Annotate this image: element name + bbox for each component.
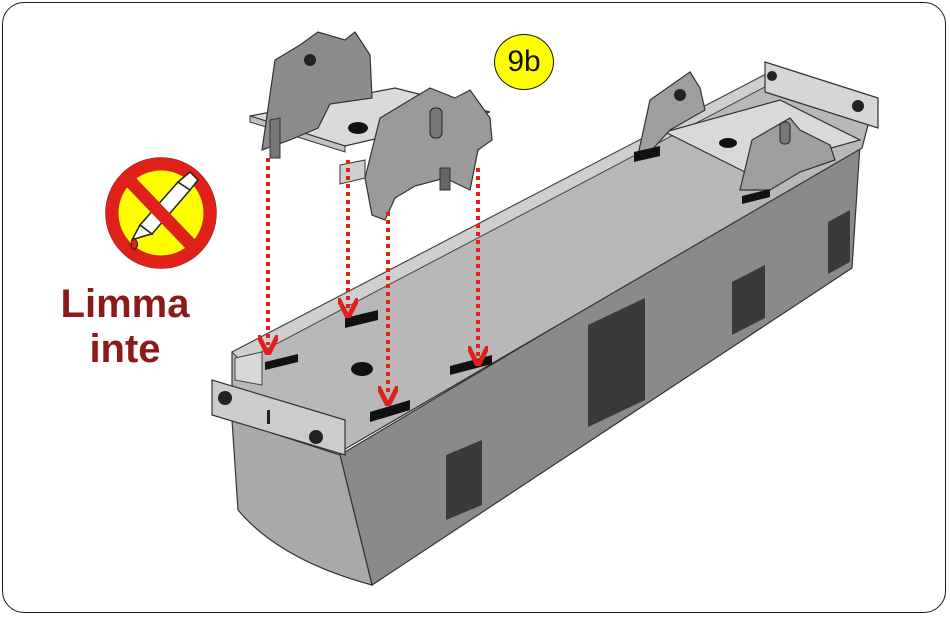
no-glue-icon	[105, 157, 217, 269]
placement-arrows	[268, 158, 478, 396]
mounted-bogie	[634, 71, 862, 204]
warning-line-2: inte	[89, 327, 161, 371]
warning-line-1: Limma	[60, 282, 190, 326]
chassis	[211, 61, 879, 586]
loose-bogie	[249, 31, 493, 221]
step-badge: 9b	[494, 34, 554, 90]
no-glue-warning: Limma inte	[30, 282, 220, 372]
